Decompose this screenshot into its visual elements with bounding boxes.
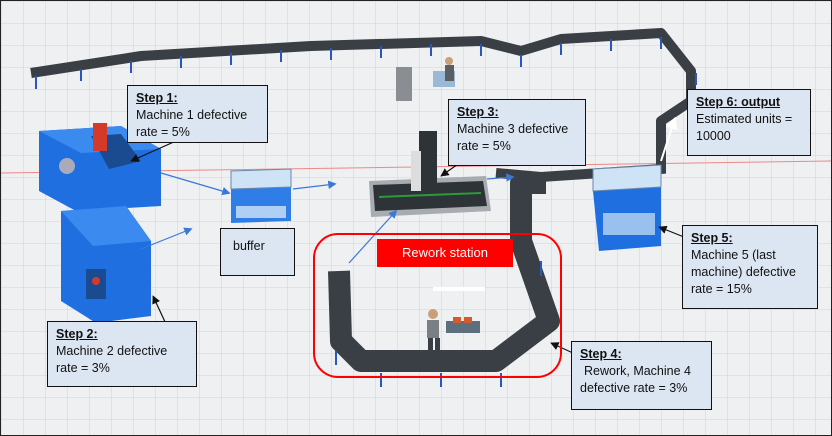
rework-table — [446, 317, 480, 333]
step-1-line2: rate = 5% — [136, 125, 190, 139]
rework-station-label: Rework station — [377, 239, 513, 267]
step-4-title: Step 4: — [580, 347, 622, 361]
step-6-line2: 10000 — [696, 129, 731, 143]
buffer-unit — [230, 168, 292, 223]
callout-step-2: Step 2: Machine 2 defective rate = 3% — [47, 321, 197, 387]
callout-step-5: Step 5: Machine 5 (last machine) defecti… — [682, 225, 818, 309]
cabinet-prop — [396, 67, 412, 101]
rework-worker — [427, 309, 440, 350]
callout-step-6: Step 6: output Estimated units = 10000 — [687, 89, 811, 156]
step-6-title: Step 6: output — [696, 95, 781, 109]
callout-step-4: Step 4: Rework, Machine 4 defective rate… — [571, 341, 712, 410]
rework-station-outline — [313, 233, 562, 378]
buffer-label-text: buffer — [233, 239, 265, 253]
buffer-label: buffer — [220, 228, 295, 276]
machine-3 — [369, 131, 491, 217]
step-4-line2: defective rate = 3% — [580, 381, 688, 395]
output-pointer — [660, 116, 678, 162]
step-3-line1: Machine 3 defective — [457, 122, 569, 136]
worker-back — [445, 57, 454, 81]
machine-2 — [61, 206, 151, 323]
step-2-line1: Machine 2 defective — [56, 344, 168, 358]
step-3-line2: rate = 5% — [457, 139, 511, 153]
flow-arrows — [140, 172, 515, 264]
step-5-line1: Machine 5 (last — [691, 248, 776, 262]
step-6-line1: Estimated units = — [696, 112, 793, 126]
callout-step-3: Step 3: Machine 3 defective rate = 5% — [448, 99, 586, 166]
step-5-title: Step 5: — [691, 231, 733, 245]
step-1-line1: Machine 1 defective — [136, 108, 248, 122]
step-5-line3: rate = 15% — [691, 282, 752, 296]
machine-5 — [592, 164, 662, 251]
step-5-line2: machine) defective — [691, 265, 796, 279]
step-3-title: Step 3: — [457, 105, 499, 119]
step-4-line1: Rework, Machine 4 — [584, 364, 691, 378]
step-2-title: Step 2: — [56, 327, 98, 341]
step-1-title: Step 1: — [136, 91, 178, 105]
top-conveyor — [30, 28, 697, 166]
callout-step-1: Step 1: Machine 1 defective rate = 5% — [127, 85, 268, 143]
white-strip — [433, 287, 485, 291]
step-2-line2: rate = 3% — [56, 361, 110, 375]
